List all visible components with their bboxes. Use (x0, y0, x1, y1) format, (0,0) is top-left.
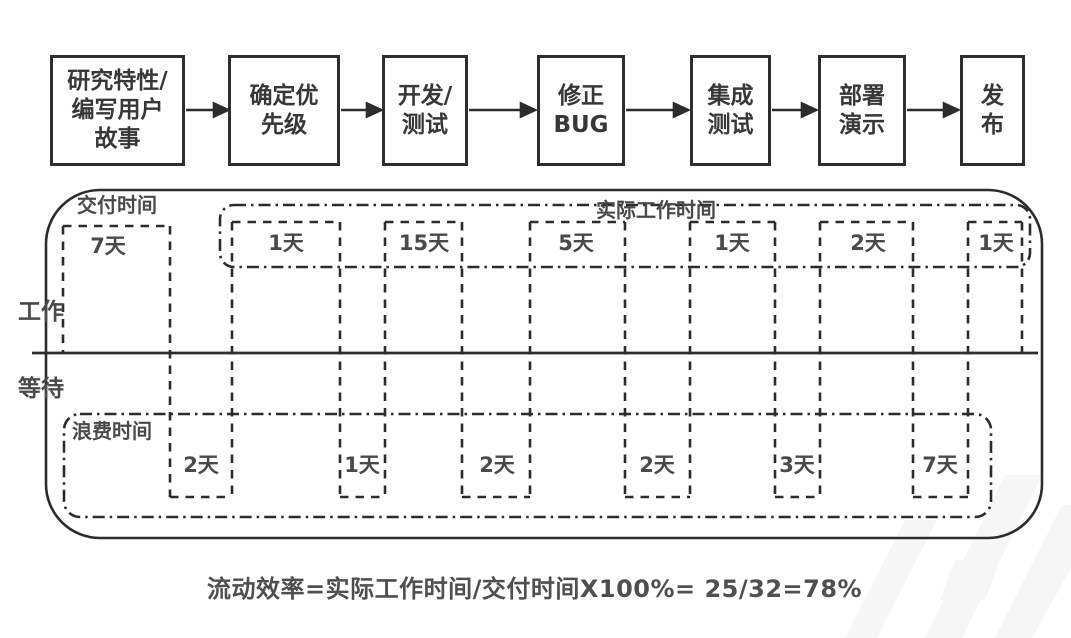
process-step-research: 研究特性/ 编写用户 故事 (50, 55, 185, 166)
flow-arrow (186, 101, 232, 119)
watermark (845, 475, 1071, 638)
process-step-integration-test: 集成 测试 (690, 55, 771, 166)
flow-arrow (772, 101, 820, 119)
work-box-top-lines (63, 220, 1022, 228)
work-duration-label: 1天 (978, 231, 1014, 255)
waste-time-label: 浪费时间 (72, 419, 152, 443)
process-step-fix-bug: 修正 BUG (537, 55, 625, 166)
timeline-container-border (44, 188, 1044, 540)
work-duration-label: 7天 (90, 234, 126, 258)
work-duration-label: 2天 (850, 231, 886, 255)
wait-duration-label: 2天 (183, 453, 219, 477)
actual-work-time-label: 实际工作时间 (596, 198, 716, 222)
process-step-label: 开发/ 测试 (397, 82, 453, 138)
segment-boundary-lines (61, 222, 1024, 497)
flow-arrow (341, 101, 385, 119)
process-step-prioritize: 确定优 先级 (228, 55, 340, 166)
process-step-develop-test: 开发/ 测试 (382, 55, 468, 166)
work-duration-label: 1天 (714, 231, 750, 255)
flow-arrow (469, 101, 539, 119)
wait-duration-label: 3天 (779, 453, 815, 477)
wait-duration-label: 1天 (344, 453, 380, 477)
actual-work-region-border (218, 203, 1032, 269)
process-step-label: 修正 BUG (553, 82, 609, 138)
process-step-deploy-demo: 部署 演示 (818, 55, 906, 166)
wait-axis-label: 等待 (18, 376, 64, 402)
flow-arrow (626, 101, 692, 119)
process-step-label: 确定优 先级 (249, 82, 319, 138)
flow-efficiency-formula: 流动效率=实际工作时间/交付时间X100%= 25/32=78% (207, 575, 863, 603)
wait-duration-label: 7天 (922, 453, 958, 477)
process-step-release: 发 布 (960, 55, 1025, 166)
process-step-label: 研究特性/ 编写用户 故事 (67, 68, 168, 152)
work-duration-label: 15天 (398, 231, 450, 255)
process-step-label: 部署 演示 (839, 82, 885, 138)
waste-region-border (62, 412, 993, 519)
flow-arrow (907, 101, 962, 119)
delivery-time-label: 交付时间 (77, 193, 157, 217)
process-step-label: 发 布 (981, 82, 1004, 138)
work-axis-label: 工作 (18, 299, 64, 325)
work-duration-label: 5天 (558, 231, 594, 255)
work-duration-label: 1天 (268, 231, 304, 255)
process-step-label: 集成 测试 (707, 82, 754, 138)
wait-duration-label: 2天 (479, 453, 515, 477)
wait-duration-label: 2天 (639, 453, 675, 477)
